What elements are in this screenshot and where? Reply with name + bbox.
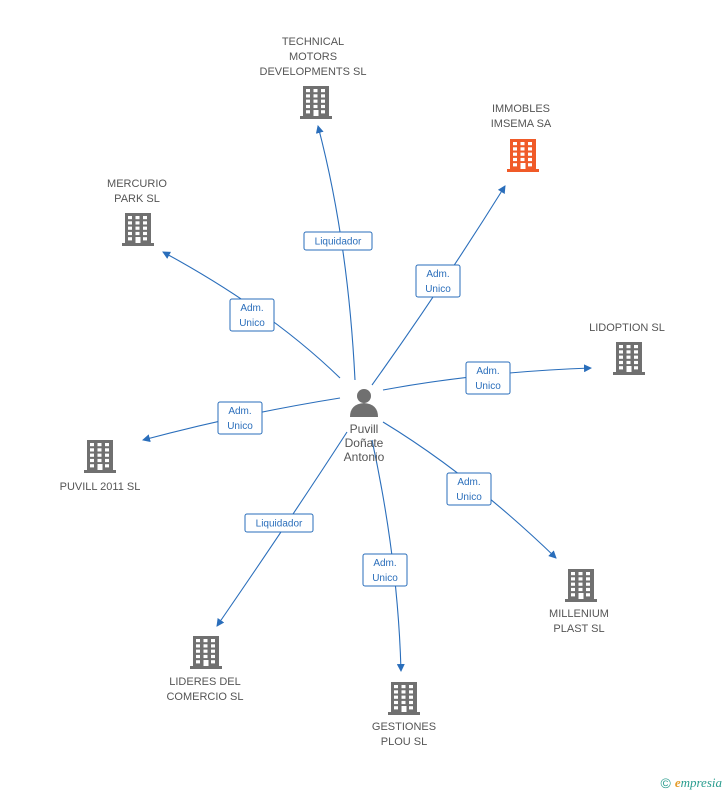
edge-label-box — [465, 361, 511, 395]
edge-label-text: Liquidador — [315, 237, 362, 248]
edge-immobles[interactable]: Adm. Unico — [371, 185, 506, 386]
building-icon[interactable] — [300, 86, 332, 119]
edge-label-text: Adm. — [476, 366, 499, 377]
node-mercurio[interactable]: MERCURIO PARK SL — [107, 178, 167, 246]
building-icon[interactable] — [388, 682, 420, 715]
edge-label-box — [415, 264, 461, 298]
edge-millenium[interactable]: Adm. Unico — [382, 421, 557, 559]
edge-label-text: Adm. — [426, 269, 449, 280]
edge-label-text: Adm. — [228, 406, 251, 417]
node-label: PARK SL — [114, 193, 160, 205]
node-label: MERCURIO — [107, 178, 167, 190]
edge-label-text: Adm. — [373, 558, 396, 569]
edges-layer: LiquidadorAdm.UnicoAdm.UnicoAdm.UnicoAdm… — [142, 125, 592, 672]
building-icon[interactable] — [565, 569, 597, 602]
edge-mercurio[interactable]: Adm. Unico — [162, 251, 341, 379]
edge-label-box — [244, 513, 314, 533]
brand-logo-initial: e — [674, 775, 681, 790]
center-label: Doñate — [345, 436, 384, 450]
edge-technical[interactable]: Liquidador — [303, 125, 373, 381]
center-label: Antonio — [344, 450, 385, 464]
node-puvill2011[interactable]: PUVILL 2011 SL — [60, 440, 141, 493]
edge-label-text: Unico — [475, 381, 501, 392]
edge-label-text: Liquidador — [256, 519, 303, 530]
brand-logo-rest: mpresia — [680, 775, 722, 790]
center-label: Puvill — [350, 422, 379, 436]
node-label: LIDERES DEL — [169, 676, 241, 688]
edge-arrow — [315, 125, 356, 381]
building-icon[interactable] — [122, 213, 154, 246]
building-icon[interactable] — [84, 440, 116, 473]
building-icon[interactable] — [507, 139, 539, 172]
edge-label-text: Adm. — [240, 303, 263, 314]
edge-gestiones[interactable]: Adm. Unico — [362, 439, 408, 672]
edge-lideres[interactable]: Liquidador — [216, 431, 348, 627]
node-label: GESTIONES — [372, 721, 436, 733]
node-label: MILLENIUM — [549, 608, 609, 620]
edge-label-text: Unico — [227, 421, 253, 432]
footer-brand: © empresia — [660, 775, 722, 791]
edge-lidoption[interactable]: Adm. Unico — [382, 361, 592, 395]
edge-label-box — [217, 401, 263, 435]
node-label: LIDOPTION SL — [589, 322, 665, 334]
building-icon[interactable] — [613, 342, 645, 375]
node-label: TECHNICAL — [282, 36, 344, 48]
node-label: PUVILL 2011 SL — [60, 481, 141, 493]
node-label: COMERCIO SL — [166, 691, 243, 703]
node-lidoption[interactable]: LIDOPTION SL — [589, 322, 665, 375]
edge-label-text: Adm. — [457, 477, 480, 488]
edge-label-box — [446, 472, 492, 506]
building-icon[interactable] — [190, 636, 222, 669]
node-label: PLOU SL — [381, 736, 427, 748]
edge-label-text: Unico — [372, 573, 398, 584]
node-label: DEVELOPMENTS SL — [260, 66, 367, 78]
node-label: PLAST SL — [553, 623, 604, 635]
node-immobles[interactable]: IMMOBLES IMSEMA SA — [491, 103, 552, 172]
edge-label-text: Unico — [239, 318, 265, 329]
edge-label-text: Unico — [456, 492, 482, 503]
node-lideres[interactable]: LIDERES DEL COMERCIO SL — [166, 636, 244, 703]
edge-label-box — [229, 298, 275, 332]
node-label: IMSEMA SA — [491, 118, 552, 130]
edge-puvill2011[interactable]: Adm. Unico — [142, 397, 341, 443]
brand-logo[interactable]: empresia — [675, 775, 722, 791]
node-label: MOTORS — [289, 51, 337, 63]
edge-label-text: Unico — [425, 284, 451, 295]
node-gestiones[interactable]: GESTIONES PLOU SL — [372, 682, 436, 748]
node-label: IMMOBLES — [492, 103, 550, 115]
edge-label-box — [303, 231, 373, 251]
person-icon — [350, 389, 378, 417]
node-technical[interactable]: TECHNICAL MOTORS DEVELOPMENTS SL — [260, 36, 367, 119]
node-millenium[interactable]: MILLENIUM PLAST SL — [549, 569, 609, 635]
edge-label-box — [362, 553, 408, 587]
copyright-icon: © — [660, 775, 671, 791]
